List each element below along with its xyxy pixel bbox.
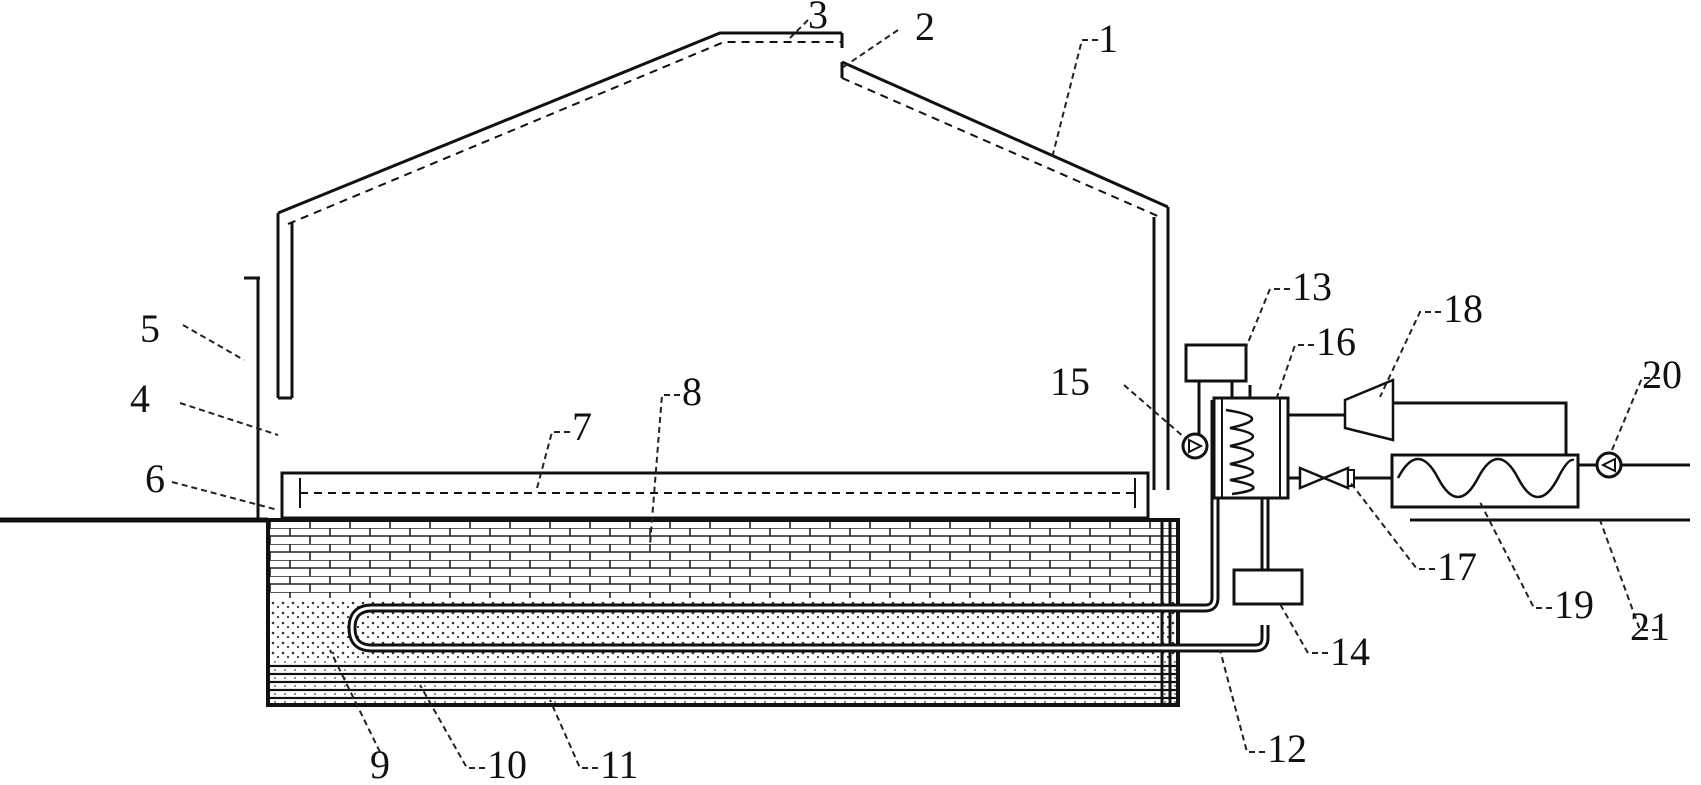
label-12: 12: [1267, 726, 1307, 771]
label-9: 9: [370, 742, 390, 785]
heat-exchanger-16: [1212, 385, 1290, 500]
label-15: 15: [1050, 359, 1090, 404]
label-21: 21: [1630, 604, 1670, 649]
label-16: 16: [1316, 319, 1356, 364]
unit-14: [1232, 568, 1304, 606]
condenser-19: [1390, 453, 1580, 509]
label-2: 2: [915, 4, 935, 49]
label-14: 14: [1330, 629, 1370, 674]
label-7: 7: [572, 404, 592, 449]
label-4: 4: [130, 376, 150, 421]
label-5: 5: [140, 306, 160, 351]
unit-13: [1184, 343, 1248, 440]
label-17: 17: [1437, 544, 1477, 589]
label-10: 10: [487, 742, 527, 785]
vent-pipe: [244, 276, 260, 520]
label-6: 6: [145, 456, 165, 501]
valve-17: [1288, 466, 1392, 490]
component-labels: 1 2 3 4 5 6 7 8 9 10 11 12 13 14 15 16 1…: [130, 0, 1682, 785]
label-3: 3: [808, 0, 828, 37]
label-19: 19: [1554, 582, 1594, 627]
label-20: 20: [1642, 352, 1682, 397]
label-1: 1: [1098, 16, 1118, 61]
tank-pipe-loop: [347, 603, 1178, 653]
pump-20: [1578, 451, 1690, 479]
compressor-18: [1288, 378, 1568, 455]
greenhouse-roof: [276, 31, 1170, 490]
storage-tank: [0, 471, 1180, 707]
label-11: 11: [600, 742, 639, 785]
label-18: 18: [1443, 286, 1483, 331]
leader-lines: [171, 19, 1660, 769]
label-8: 8: [682, 369, 702, 414]
label-13: 13: [1292, 264, 1332, 309]
pump-15: [1181, 432, 1209, 460]
